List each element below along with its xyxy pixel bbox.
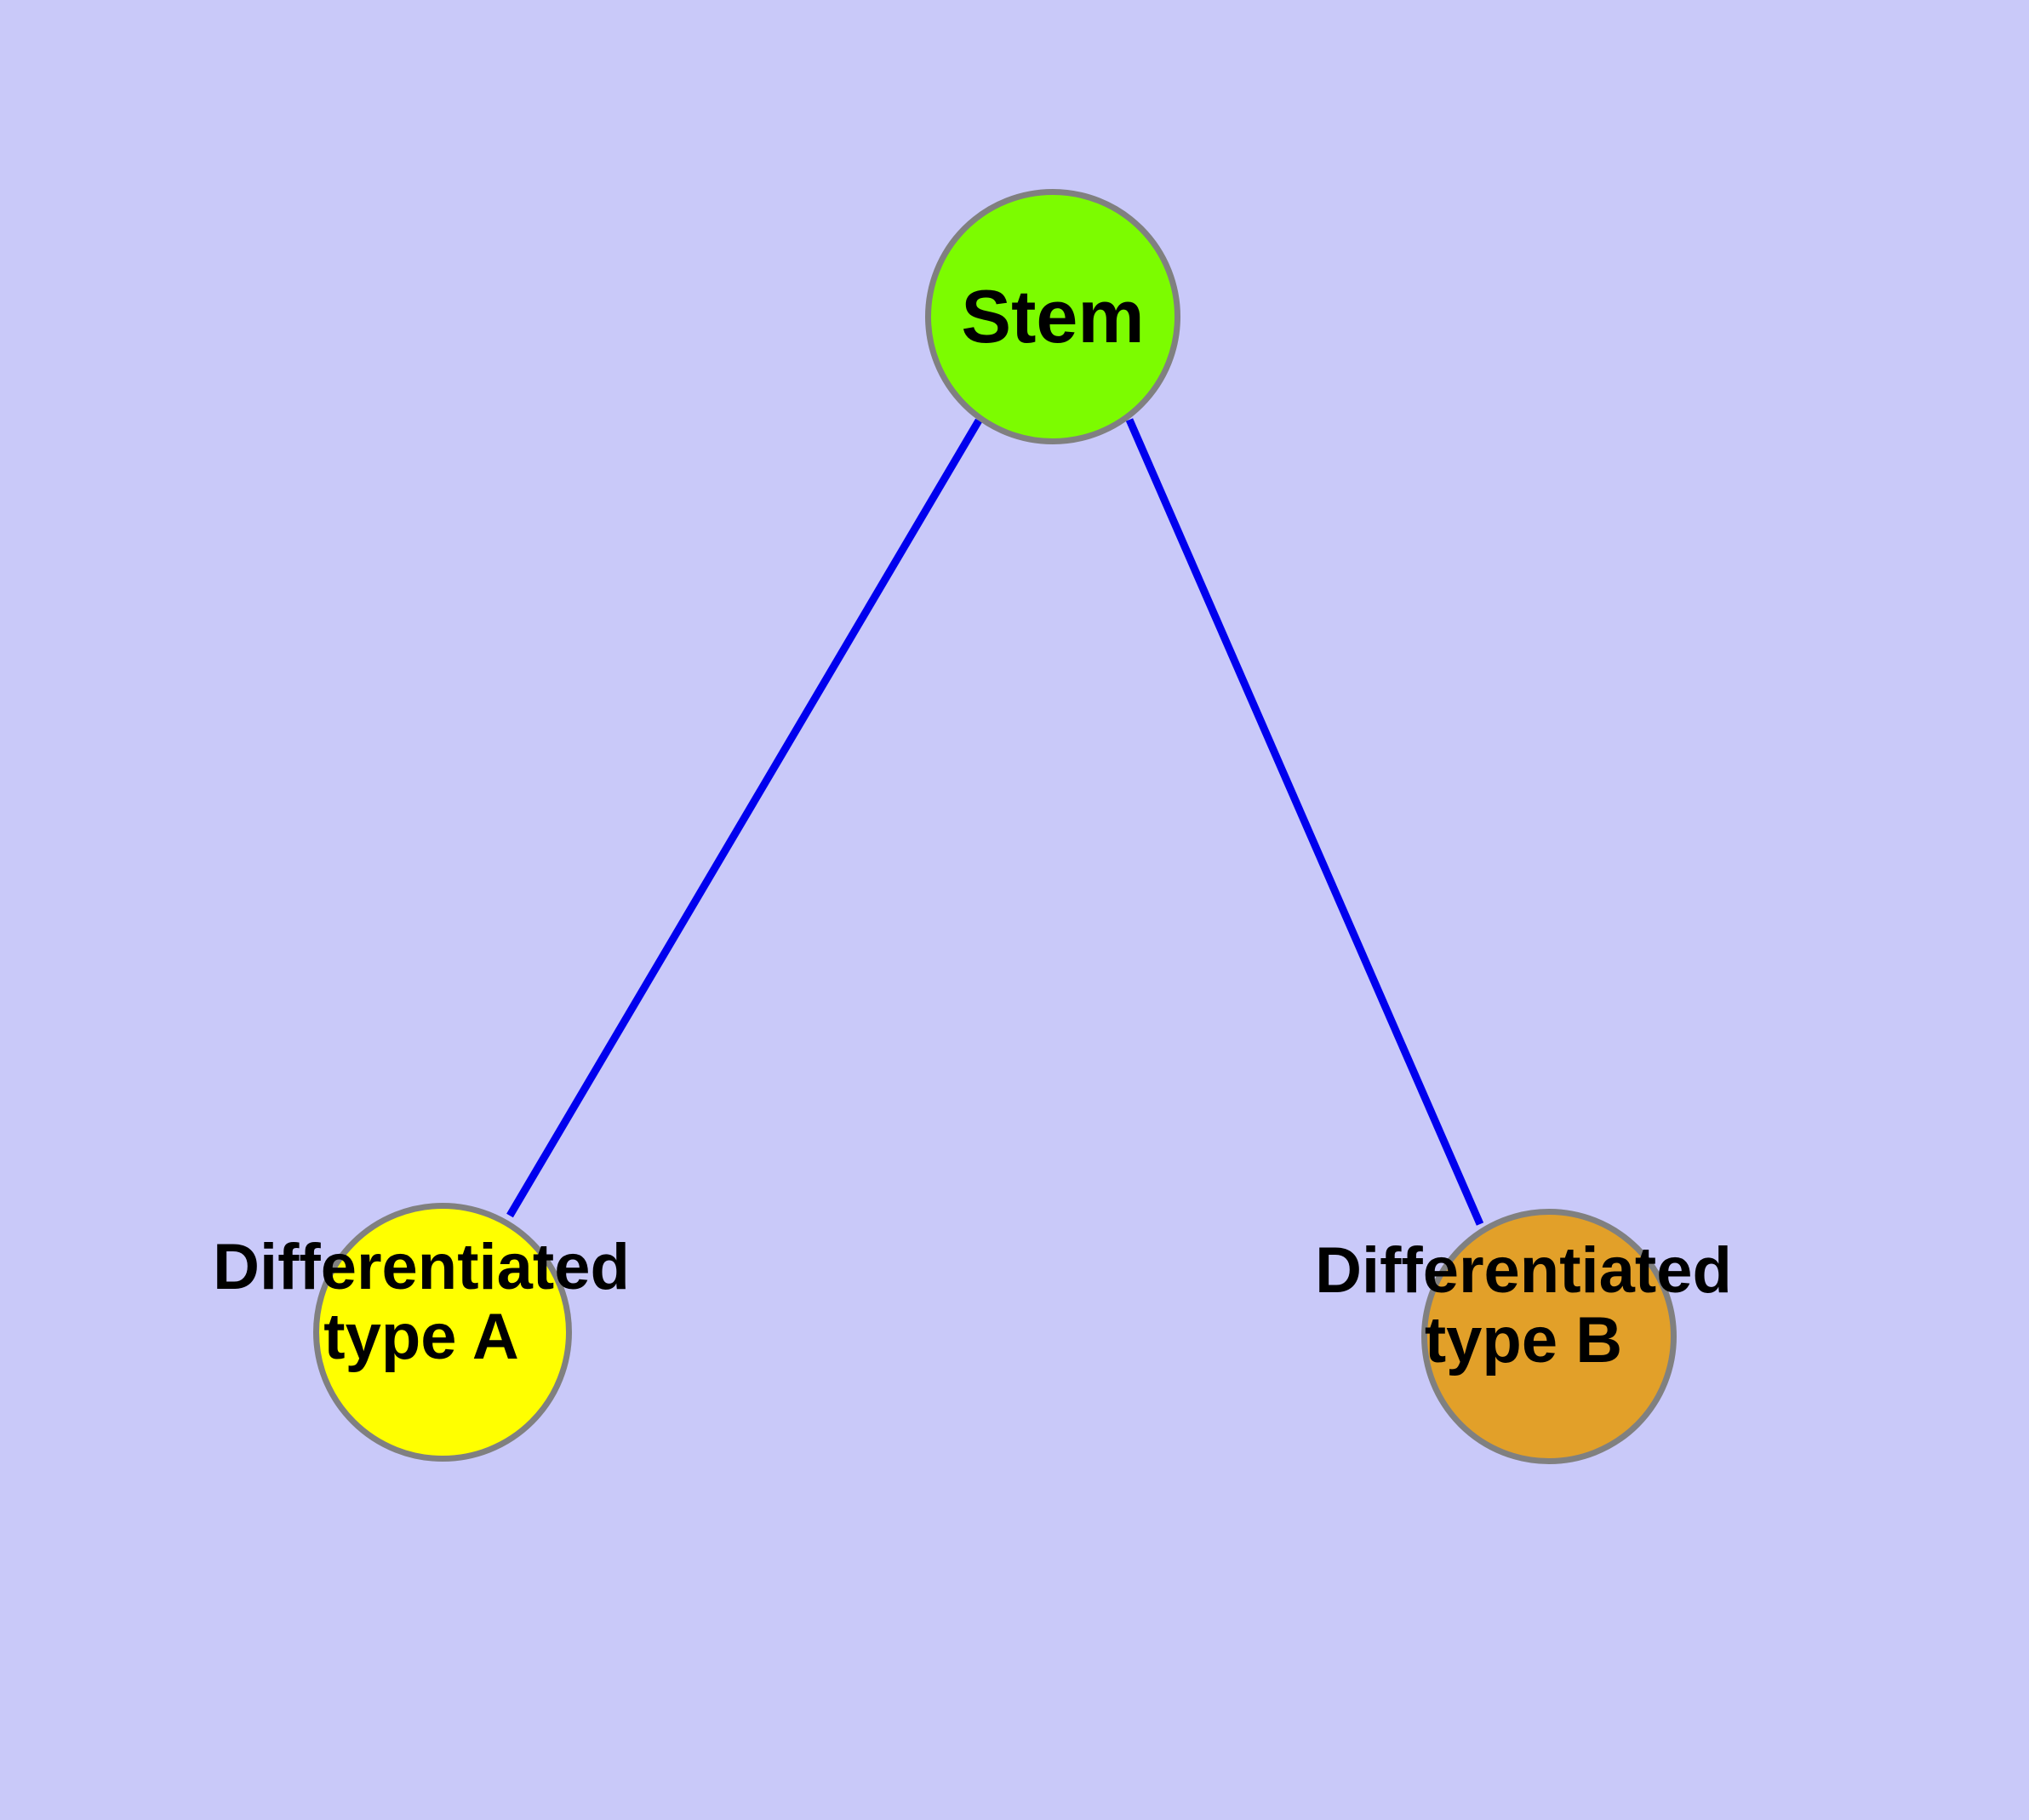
edge-stem-to-type-a[interactable] — [506, 418, 982, 1218]
edge-layer — [506, 418, 1484, 1226]
node-differentiated-type-a[interactable] — [313, 1203, 572, 1462]
node-layer — [313, 189, 1677, 1464]
edge-stem-to-type-b[interactable] — [1125, 418, 1484, 1226]
node-stem[interactable] — [925, 189, 1180, 444]
node-differentiated-type-b[interactable] — [1421, 1209, 1677, 1464]
